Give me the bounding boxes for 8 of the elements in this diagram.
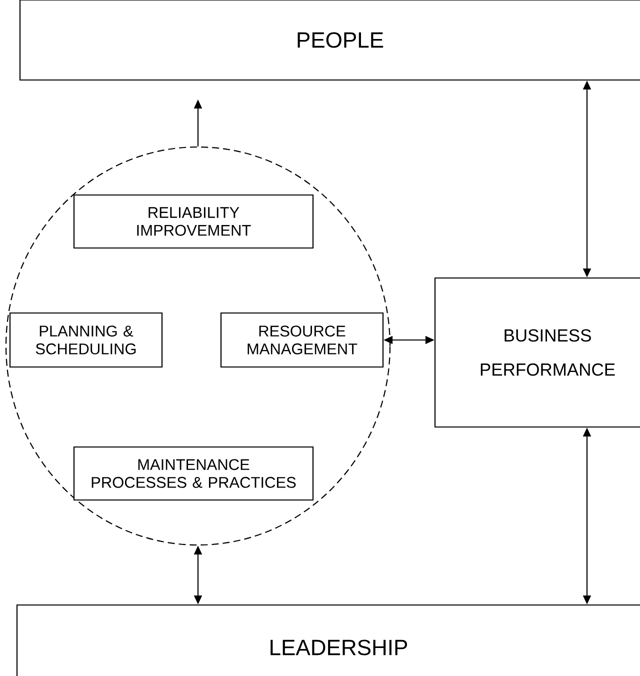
group-box: BUSINESS PERFORMANCE <box>434 277 640 428</box>
process-box: MAINTENANCE PROCESSES & PRACTICES <box>73 446 314 501</box>
process-box: PLANNING & SCHEDULING <box>9 312 163 368</box>
group-box: LEADERSHIP <box>16 604 640 676</box>
dashed-circle <box>5 146 391 546</box>
process-box: RESOURCE MANAGEMENT <box>220 312 384 368</box>
group-box: PEOPLE <box>19 0 640 81</box>
process-box: RELIABILITY IMPROVEMENT <box>73 194 314 249</box>
